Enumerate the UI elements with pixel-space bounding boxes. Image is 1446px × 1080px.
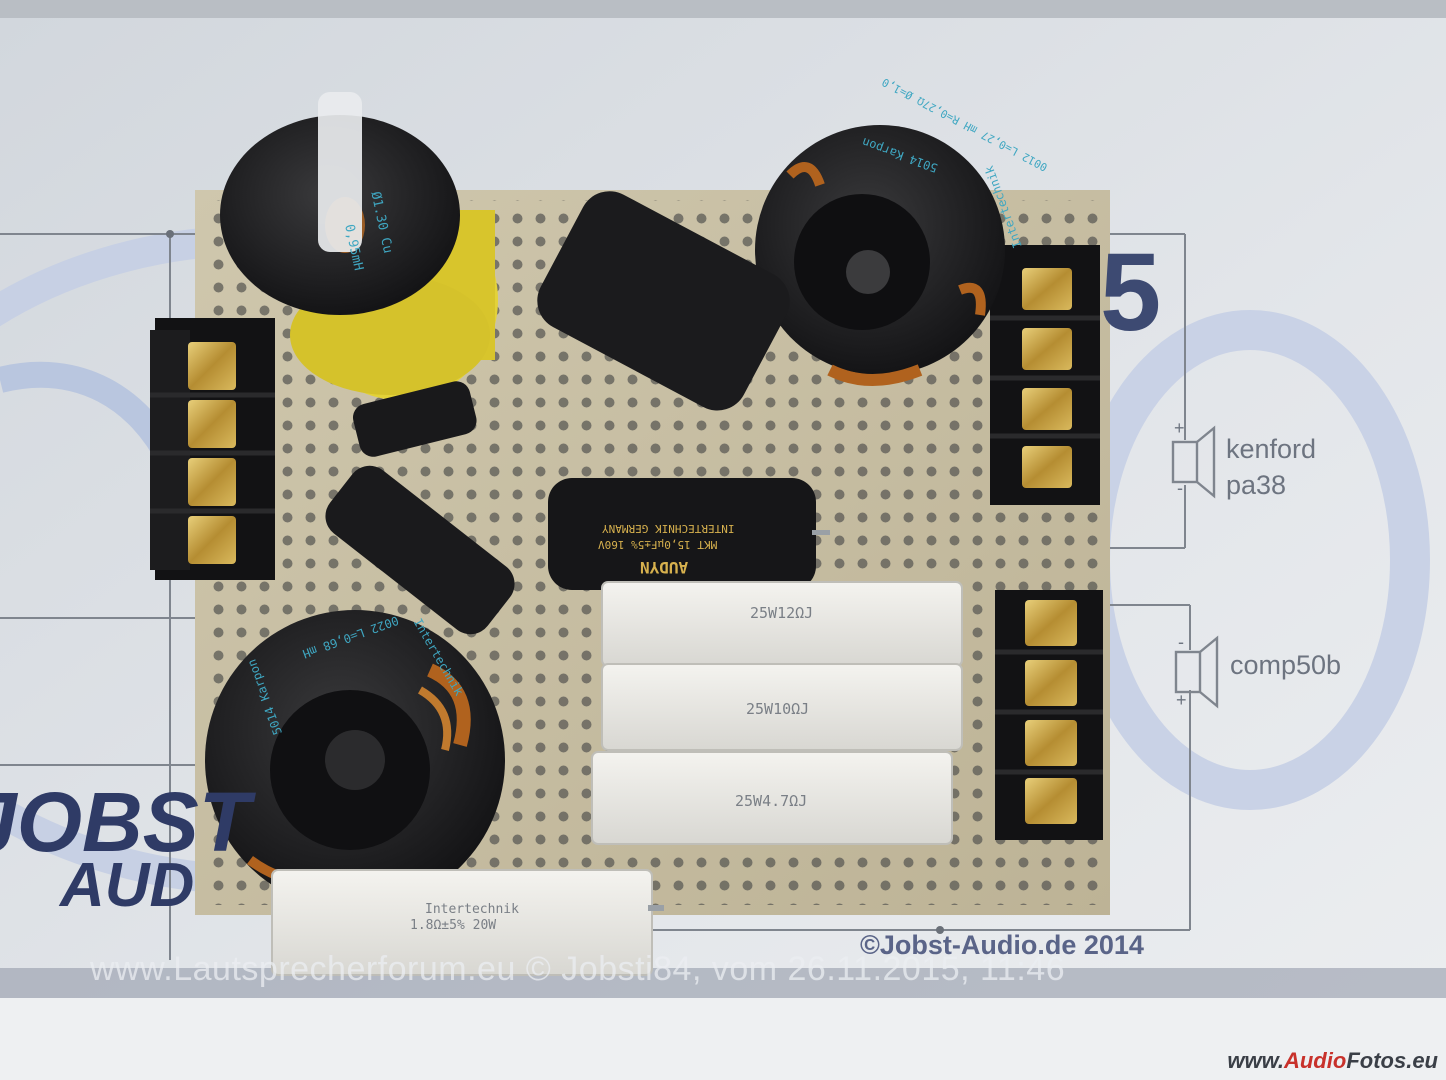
right-terminal-block-top (990, 245, 1100, 505)
capacitor-small-upper (352, 381, 477, 457)
capacitor-large-diagonal (537, 191, 790, 411)
resistor-bottom-label: 25W4.7ΩJ (735, 792, 808, 810)
speaker-bottom-plus: + (1176, 690, 1187, 710)
resistor-small-label-line1: Intertechnik (425, 902, 519, 917)
site-watermark-suffix: .eu (1406, 1048, 1438, 1073)
left-terminal-block (150, 318, 275, 580)
capacitor-main-brand: AUDYN (640, 558, 689, 577)
resistor-middle (601, 663, 963, 751)
resistor-middle-label: 25W10ΩJ (746, 700, 810, 718)
resistor-top (601, 581, 963, 667)
coil-bottom-left (205, 610, 505, 910)
speaker-top-name-line2: pa38 (1226, 470, 1287, 500)
capacitor-main (548, 478, 830, 590)
logo-line1: JOBST (0, 775, 251, 869)
coil-top-right (755, 125, 1005, 386)
right-terminal-block-bottom (995, 590, 1103, 840)
schematic-copyright: ©Jobst-Audio.de 2014 (860, 930, 1144, 960)
resistor-small-label-line2: 1.8Ω±5% 20W (410, 918, 497, 933)
logo-line2: AUD (60, 851, 195, 920)
speaker-bottom-minus: - (1178, 632, 1184, 652)
site-watermark-mid: Fotos (1346, 1048, 1407, 1073)
resistor-bottom (591, 751, 953, 845)
capacitor-small-diagonal (325, 465, 515, 635)
site-watermark: www.AudioFotos.eu (1227, 1048, 1438, 1074)
capacitor-main-label-line2: INTERTECHNIK GERMANY (602, 522, 735, 535)
speaker-bottom-name: comp50b (1230, 650, 1342, 680)
coil-top-left (220, 92, 498, 400)
speaker-top-minus: - (1177, 478, 1183, 498)
site-watermark-prefix: www. (1227, 1048, 1284, 1073)
stage-number: 5 (1100, 231, 1162, 354)
forum-watermark: www.Lautsprecherforum.eu © Jobsti84, vom… (90, 950, 1066, 988)
site-watermark-accent: Audio (1283, 1048, 1347, 1073)
speaker-top-name-line1: kenford (1226, 434, 1317, 464)
resistor-small (271, 869, 664, 976)
speaker-top-plus: + (1174, 418, 1185, 438)
resistor-top-label: 25W12ΩJ (750, 604, 814, 622)
capacitor-main-label-line1: MKT 15,0µF±5% 160V (598, 538, 718, 551)
